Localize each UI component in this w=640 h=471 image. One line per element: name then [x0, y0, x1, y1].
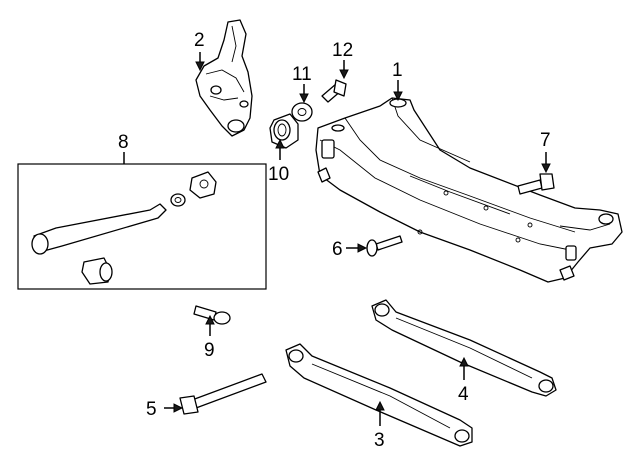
- callout-3: 3: [374, 430, 385, 451]
- washer-part: [291, 102, 313, 122]
- kit-box: [17, 163, 267, 290]
- bolt-6-part: [366, 235, 403, 257]
- bolt-5-part: [179, 373, 267, 415]
- knuckle-part: [195, 19, 253, 137]
- bushing-part: [269, 113, 299, 149]
- callout-4: 4: [458, 384, 469, 405]
- callout-10: 10: [268, 164, 289, 185]
- callout-11: 11: [292, 64, 312, 85]
- callout-7: 7: [540, 130, 551, 151]
- callout-8: 8: [118, 132, 129, 153]
- arm-3-part: [285, 343, 473, 447]
- callout-5: 5: [146, 399, 157, 420]
- bolt-7-part: [517, 173, 555, 195]
- bolt-12-part: [321, 79, 347, 103]
- callout-1: 1: [392, 60, 403, 81]
- callout-2: 2: [194, 30, 205, 51]
- callout-12: 12: [332, 40, 353, 61]
- callout-9: 9: [204, 340, 215, 361]
- callout-6: 6: [332, 239, 343, 260]
- crossmember-part: [315, 97, 623, 283]
- callout-labels: 1 2 3 4 5 6 7 8 9 10 11 12: [118, 30, 551, 451]
- arm-4-part: [371, 299, 557, 397]
- leader-lines: [123, 52, 551, 426]
